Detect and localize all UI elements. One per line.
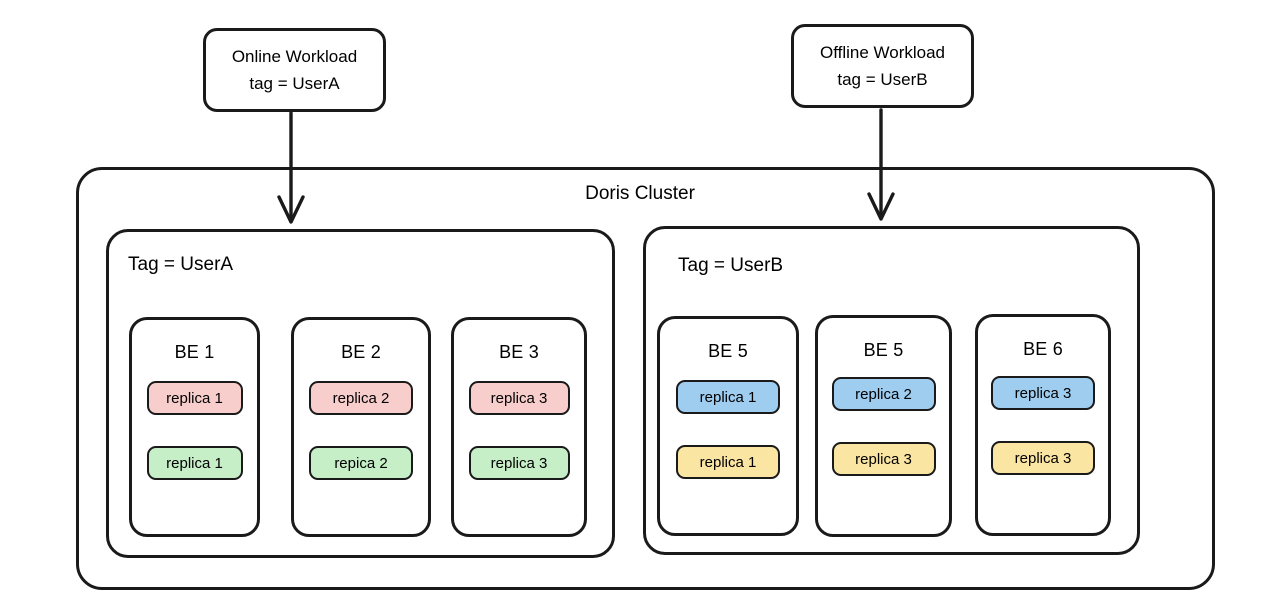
group-userb-title: Tag = UserB	[678, 255, 784, 276]
be-label-be-3: BE 3	[499, 342, 539, 362]
callout-online-workload-line1: Online Workload	[231, 46, 358, 66]
callout-offline-workload-line1: Offline Workload	[819, 42, 946, 62]
doris-cluster-box	[76, 167, 1215, 590]
be-label-be-1: BE 1	[174, 342, 215, 362]
replica-chip: replica 3	[468, 381, 570, 415]
group-usera-title: Tag = UserA	[128, 254, 234, 275]
be-label-be-5-b: BE 5	[863, 340, 904, 360]
replica-chip: replica 3	[991, 376, 1095, 410]
replica-chip: replica 3	[831, 442, 936, 476]
be-box-be-1: BE 1 replica 1 replica 1	[129, 317, 260, 537]
replica-chip: replica 2	[831, 377, 936, 411]
replica-chip: replica 3	[468, 446, 570, 480]
be-box-be-2: BE 2 replica 2 repica 2	[291, 317, 431, 537]
replica-chip: replica 3	[991, 441, 1095, 475]
callout-offline-workload: Offline Workload tag = UserB	[791, 24, 974, 108]
be-label-be-5-a: BE 5	[708, 341, 748, 361]
replica-chip: replica 1	[676, 380, 780, 414]
callout-online-workload: Online Workload tag = UserA	[203, 28, 386, 112]
replica-chip: replica 1	[146, 446, 243, 480]
be-box-be-5-b: BE 5 replica 2 replica 3	[815, 315, 952, 537]
replica-chip: replica 2	[309, 381, 413, 415]
be-box-be-5-a: BE 5 replica 1 replica 1	[657, 316, 799, 536]
cluster-title: Doris Cluster	[585, 183, 695, 204]
callout-offline-workload-line2: tag = UserB	[837, 69, 928, 89]
be-label-be-6: BE 6	[1023, 339, 1063, 359]
callout-online-workload-line2: tag = UserA	[249, 73, 340, 93]
be-label-be-2: BE 2	[341, 342, 381, 362]
be-box-be-3: BE 3 replica 3 replica 3	[451, 317, 587, 537]
replica-chip: replica 1	[676, 445, 780, 479]
replica-chip: repica 2	[309, 446, 413, 480]
group-userb-box	[643, 226, 1140, 555]
be-box-be-6: BE 6 replica 3 replica 3	[975, 314, 1111, 536]
replica-chip: replica 1	[146, 381, 243, 415]
group-usera-box	[106, 229, 615, 558]
